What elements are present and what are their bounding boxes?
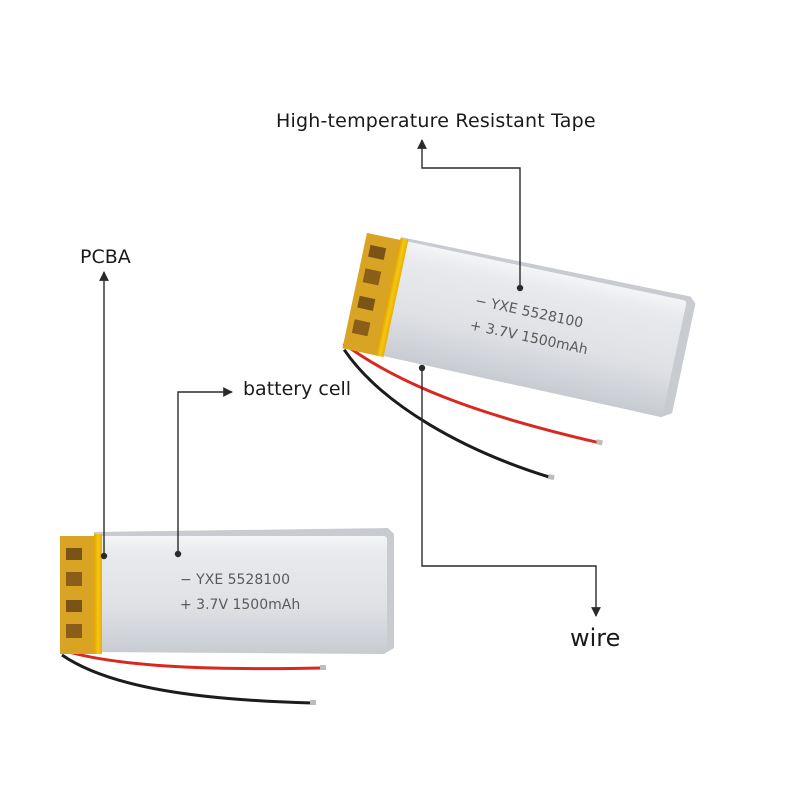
pcb-component [351, 319, 371, 337]
wire-leader [421, 368, 601, 617]
battery-cell-leader [177, 387, 233, 554]
pcb-component [66, 548, 82, 560]
wire-tip [320, 665, 326, 670]
pcb-component [368, 244, 387, 260]
tape-label: High-temperature Resistant Tape [276, 110, 596, 132]
tape-leader [417, 139, 521, 288]
tape-strip [94, 534, 102, 654]
leader-lines [99, 139, 601, 617]
wire-tip [596, 439, 603, 446]
black-wire [61, 653, 313, 705]
wire-tip [547, 473, 555, 481]
tape-leader-dot [516, 284, 524, 292]
wire-leader-dot [418, 364, 426, 372]
red-wire [61, 648, 323, 671]
cell-body [95, 536, 387, 652]
pcb-component [66, 624, 82, 638]
pcba-leader-dot [100, 552, 108, 560]
cell-model-text: − YXE 5528100 [180, 572, 290, 588]
pcb-component [362, 268, 382, 286]
battery-cell-leader-dot [174, 550, 182, 558]
battery-top-right: − YXE 5528100 + 3.7V 1500mAh [342, 232, 696, 481]
black-wire [342, 348, 551, 479]
pcb-component [66, 600, 82, 612]
battery-cell-label: battery cell [243, 378, 352, 400]
wire-tip [310, 700, 316, 705]
cell-spec-text: + 3.7V 1500mAh [180, 597, 300, 613]
tape-strip [375, 238, 409, 358]
battery-bottom-left: − YXE 5528100 + 3.7V 1500mAh [60, 528, 394, 705]
pcba-label: PCBA [80, 246, 131, 268]
pcb-component [357, 295, 376, 311]
pcb-component [66, 572, 82, 586]
wire-label: wire [570, 624, 621, 652]
red-wire [342, 342, 599, 445]
cell-body [377, 240, 687, 414]
